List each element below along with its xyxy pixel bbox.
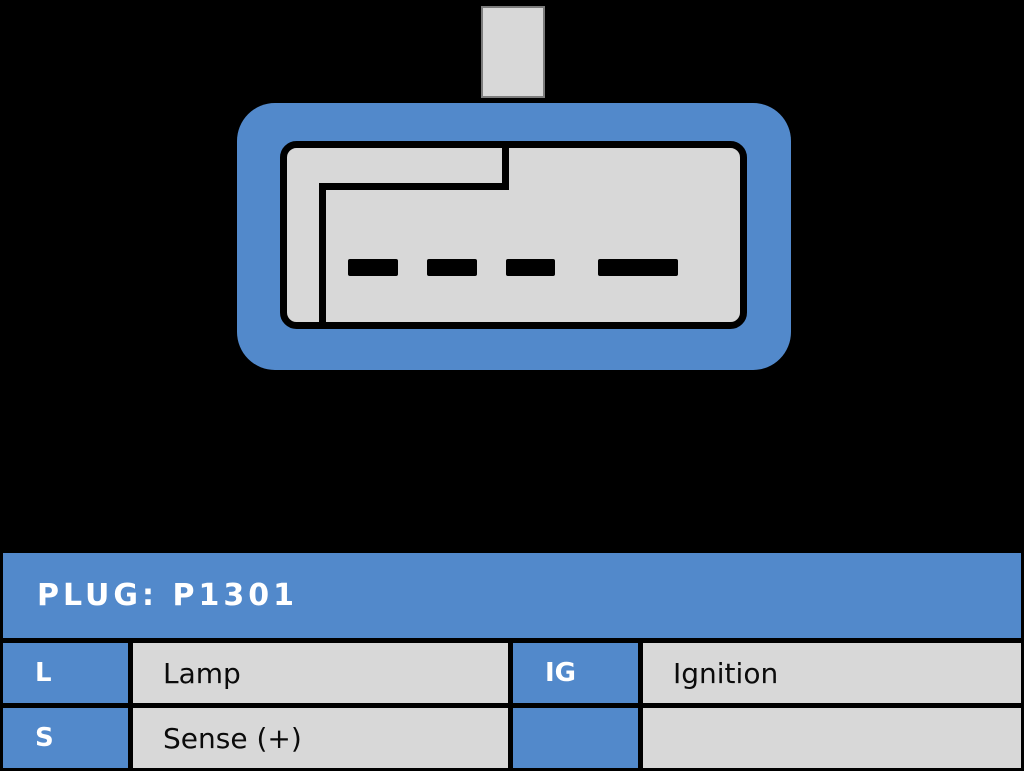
pin-slot-4 <box>598 259 678 276</box>
keyway-outline <box>319 143 509 329</box>
pin-desc-empty <box>643 708 1021 768</box>
pin-label-s: S <box>3 708 128 768</box>
pin-desc-lamp: Lamp <box>133 643 508 703</box>
pin-label-ig: IG <box>513 643 638 703</box>
pinout-grid: L Lamp IG Ignition S Sense (+) <box>3 643 1021 768</box>
pin-slot-2 <box>427 259 477 276</box>
pin-slot-3 <box>506 259 555 276</box>
connector-cavity <box>280 141 747 329</box>
plug-title: PLUG: P1301 <box>3 553 1021 638</box>
pin-desc-sense: Sense (+) <box>133 708 508 768</box>
pinout-table: PLUG: P1301 L Lamp IG Ignition S Sense (… <box>0 550 1024 771</box>
pin-slots <box>348 259 678 276</box>
pin-slot-1 <box>348 259 398 276</box>
pin-label-l: L <box>3 643 128 703</box>
connector-diagram <box>237 6 791 370</box>
pin-label-empty <box>513 708 638 768</box>
connector-mounting-tab <box>481 6 545 98</box>
pin-desc-ignition: Ignition <box>643 643 1021 703</box>
